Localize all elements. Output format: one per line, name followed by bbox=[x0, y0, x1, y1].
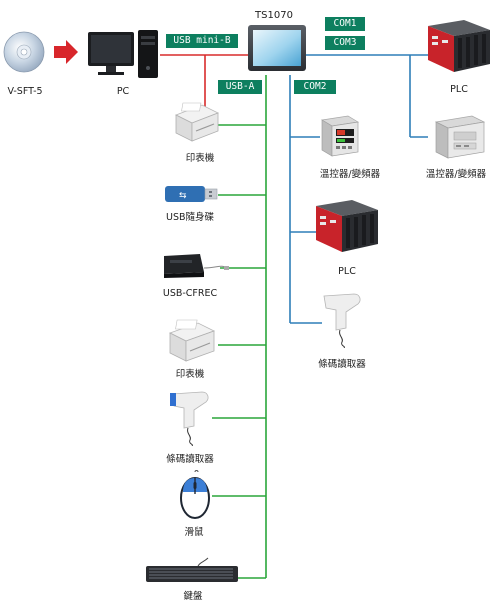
software-label: V-SFT-5 bbox=[7, 86, 43, 97]
pc-label: PC bbox=[116, 86, 130, 97]
printer1-label: 印表機 bbox=[185, 153, 215, 164]
desktop-pc-icon bbox=[88, 30, 158, 78]
barcode-scanner-icon bbox=[323, 293, 361, 348]
plc-icon bbox=[316, 200, 378, 252]
plc-mid-label: PLC bbox=[338, 266, 356, 277]
hmi-panel-icon bbox=[248, 25, 306, 71]
transfer-arrow bbox=[54, 40, 78, 64]
mouse-label: 滑鼠 bbox=[184, 527, 204, 538]
com2-tag: COM2 bbox=[294, 80, 336, 94]
cd-disc-icon bbox=[3, 31, 45, 73]
usb-a-tag: USB-A bbox=[218, 80, 262, 94]
keyboard-icon bbox=[146, 557, 238, 582]
mouse-icon bbox=[180, 470, 210, 519]
barcode1-label: 條碼讀取器 bbox=[166, 454, 214, 465]
printer2-label: 印表機 bbox=[175, 369, 205, 380]
printer-icon bbox=[175, 102, 219, 142]
usb-memory-label: USB隨身碟 bbox=[165, 212, 214, 223]
usb-stick-icon: ⇆ bbox=[165, 186, 218, 202]
com3-tag: COM3 bbox=[325, 36, 365, 50]
temperature-controller-icon bbox=[320, 115, 360, 157]
barcode2-label: 條碼讀取器 bbox=[318, 359, 366, 370]
temperature-controller-icon bbox=[434, 115, 486, 159]
barcode-scanner-icon bbox=[170, 391, 209, 446]
plc-icon bbox=[428, 20, 490, 72]
temp-ctrl1-label: 溫控器/變頻器 bbox=[319, 169, 381, 180]
cfrec-label: USB-CFREC bbox=[162, 288, 218, 299]
card-reader-icon bbox=[164, 254, 229, 278]
usb-mini-b-tag: USB mini-B bbox=[166, 34, 238, 48]
plc-top-label: PLC bbox=[450, 84, 468, 95]
svg-text:⇆: ⇆ bbox=[179, 191, 187, 201]
printer-icon bbox=[168, 319, 216, 362]
keyboard-label: 鍵盤 bbox=[183, 591, 203, 600]
com-bus bbox=[289, 54, 428, 324]
com1-tag: COM1 bbox=[325, 17, 365, 31]
hmi-model-label: TS1070 bbox=[255, 10, 293, 21]
temp-ctrl2-label: 溫控器/變頻器 bbox=[425, 169, 487, 180]
